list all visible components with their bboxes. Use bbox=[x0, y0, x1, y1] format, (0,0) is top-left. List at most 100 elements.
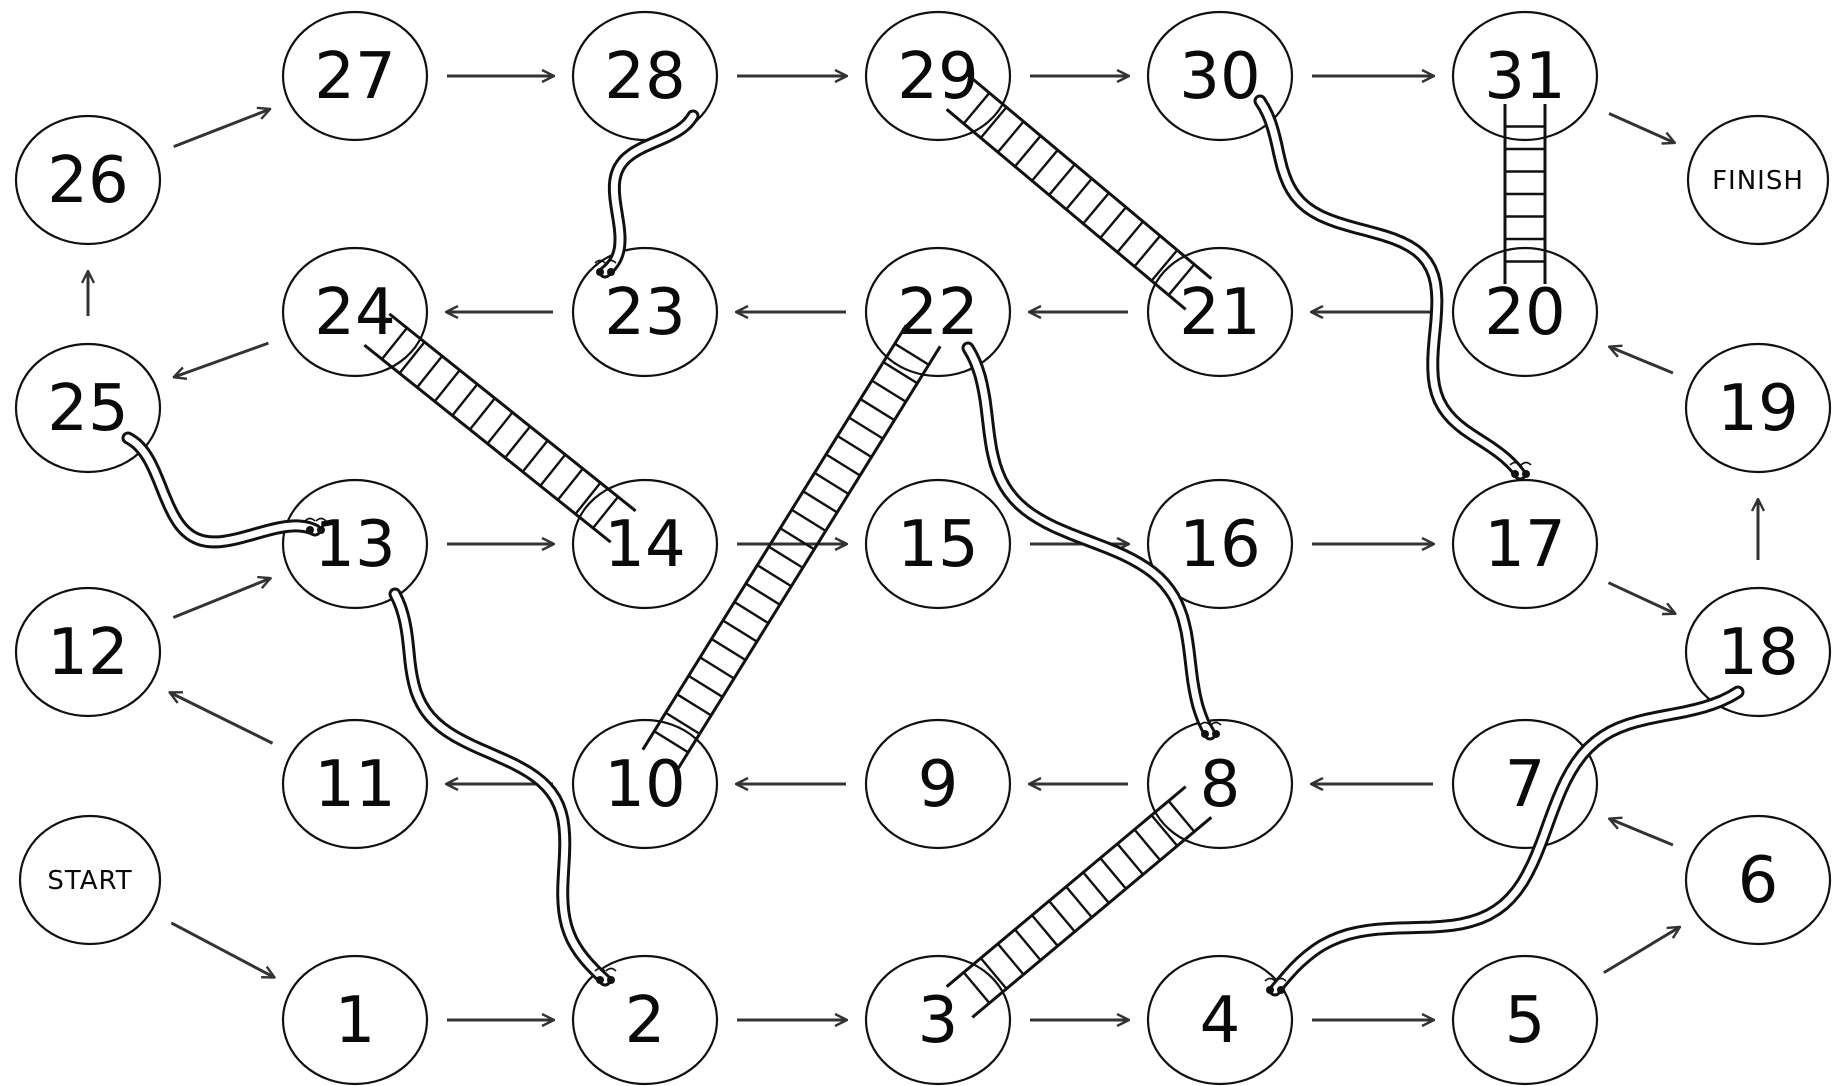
ladder-rung bbox=[1100, 858, 1126, 889]
tile-4: 4 bbox=[1148, 956, 1292, 1084]
ladder-rung bbox=[712, 639, 746, 660]
snake-eye bbox=[1522, 470, 1530, 478]
tile-number: 3 bbox=[918, 984, 959, 1058]
tile-number: 7 bbox=[1505, 748, 1546, 822]
tile-number: 28 bbox=[604, 40, 685, 114]
tile-number: 16 bbox=[1179, 508, 1260, 582]
tile-number: 18 bbox=[1717, 616, 1798, 690]
ladder-rung bbox=[849, 418, 883, 439]
tile-15: 15 bbox=[866, 480, 1010, 608]
ladder-rung bbox=[757, 565, 791, 586]
ladder-rung bbox=[558, 469, 583, 500]
tile-number: 5 bbox=[1505, 984, 1546, 1058]
ladder-rung bbox=[540, 455, 565, 486]
tile-number: 1 bbox=[335, 984, 376, 1058]
ladder-rung bbox=[998, 122, 1024, 153]
ladder-rung bbox=[677, 694, 711, 715]
arrow-19-to-20 bbox=[1610, 347, 1673, 373]
tile-13: 13 bbox=[283, 480, 427, 608]
arrow-24-to-25 bbox=[175, 343, 269, 377]
snake-eye bbox=[596, 976, 604, 984]
snake-eye bbox=[1201, 730, 1209, 738]
ladder-rung bbox=[815, 473, 849, 494]
arrow-26-to-27 bbox=[174, 109, 270, 146]
tile-number: 26 bbox=[47, 144, 128, 218]
tile-27: 27 bbox=[283, 12, 427, 140]
tile-23: 23 bbox=[573, 248, 717, 376]
snake-eye bbox=[1511, 470, 1519, 478]
tile-number: 9 bbox=[918, 748, 959, 822]
tile-number: 27 bbox=[314, 40, 395, 114]
ladder-rung bbox=[1015, 930, 1041, 961]
snake-eye bbox=[596, 268, 604, 276]
tile-7: 7 bbox=[1453, 720, 1597, 848]
arrow-12-to-13 bbox=[173, 578, 269, 617]
ladder-rung bbox=[1066, 887, 1092, 918]
tile-number: 25 bbox=[47, 372, 128, 446]
ladder-rung bbox=[488, 412, 513, 443]
tile-number: 31 bbox=[1484, 40, 1565, 114]
snake-eye bbox=[607, 976, 615, 984]
finish-tile: FINISH bbox=[1688, 116, 1828, 244]
tile-number: 30 bbox=[1179, 40, 1260, 114]
snake-eye bbox=[1212, 730, 1220, 738]
tile-12: 12 bbox=[16, 588, 160, 716]
ladder-rung bbox=[734, 602, 768, 623]
ladder-rung bbox=[1049, 901, 1075, 932]
tile-14: 14 bbox=[573, 480, 717, 608]
tile-11: 11 bbox=[283, 720, 427, 848]
ladder-rung bbox=[505, 426, 530, 457]
ladder-rung bbox=[723, 620, 757, 641]
arrow-17-to-18 bbox=[1608, 583, 1674, 614]
snake-eye bbox=[317, 526, 325, 534]
tile-number: 10 bbox=[604, 748, 685, 822]
ladder-rung bbox=[769, 547, 803, 568]
ladder-rung bbox=[523, 441, 548, 472]
ladder-rung bbox=[435, 370, 460, 401]
tile-6: 6 bbox=[1686, 816, 1830, 944]
tile-24: 24 bbox=[283, 248, 427, 376]
arrow-start-to-1 bbox=[171, 923, 273, 977]
ladder-rung bbox=[700, 657, 734, 678]
arrow-31-to-finish bbox=[1609, 113, 1674, 142]
snake-eye bbox=[1277, 986, 1285, 994]
arrow-6-to-7 bbox=[1610, 819, 1673, 845]
tile-17: 17 bbox=[1453, 480, 1597, 608]
ladder-rung bbox=[1134, 236, 1160, 267]
tile-number: 23 bbox=[604, 276, 685, 350]
tile-number: 2 bbox=[625, 984, 666, 1058]
tile-number: 20 bbox=[1484, 276, 1565, 350]
ladder-rung bbox=[452, 384, 477, 415]
tile-3: 3 bbox=[866, 956, 1010, 1084]
tile-31: 31 bbox=[1453, 12, 1597, 140]
snake-eye bbox=[607, 268, 615, 276]
ladder-rung bbox=[746, 584, 780, 605]
tile-number: 14 bbox=[604, 508, 685, 582]
tile-29: 29 bbox=[866, 12, 1010, 140]
start-label: START bbox=[47, 866, 132, 896]
ladder-rung bbox=[1117, 222, 1143, 253]
tile-number: 12 bbox=[47, 616, 128, 690]
ladder-rung bbox=[1083, 193, 1109, 224]
tile-number: 6 bbox=[1738, 844, 1779, 918]
ladder-rung bbox=[803, 491, 837, 512]
tile-number: 21 bbox=[1179, 276, 1260, 350]
tile-26: 26 bbox=[16, 116, 160, 244]
tile-number: 24 bbox=[314, 276, 395, 350]
snake-eye bbox=[1266, 986, 1274, 994]
arrow-11-to-12 bbox=[170, 693, 272, 743]
tile-number: 19 bbox=[1717, 372, 1798, 446]
ladder-rung bbox=[860, 399, 894, 420]
ladder-rung bbox=[1032, 915, 1058, 946]
tile-number: 8 bbox=[1200, 748, 1241, 822]
ladder-rung bbox=[1015, 136, 1041, 167]
ladder-rung bbox=[689, 676, 723, 697]
ladder-rung bbox=[780, 528, 814, 549]
ladder-rung bbox=[792, 510, 826, 531]
tile-number: 29 bbox=[897, 40, 978, 114]
ladder-rung bbox=[838, 436, 872, 457]
board-tiles: START12345678910111213141516171819202122… bbox=[16, 12, 1830, 1084]
tile-number: 11 bbox=[314, 748, 395, 822]
ladder-rung bbox=[1117, 844, 1143, 875]
